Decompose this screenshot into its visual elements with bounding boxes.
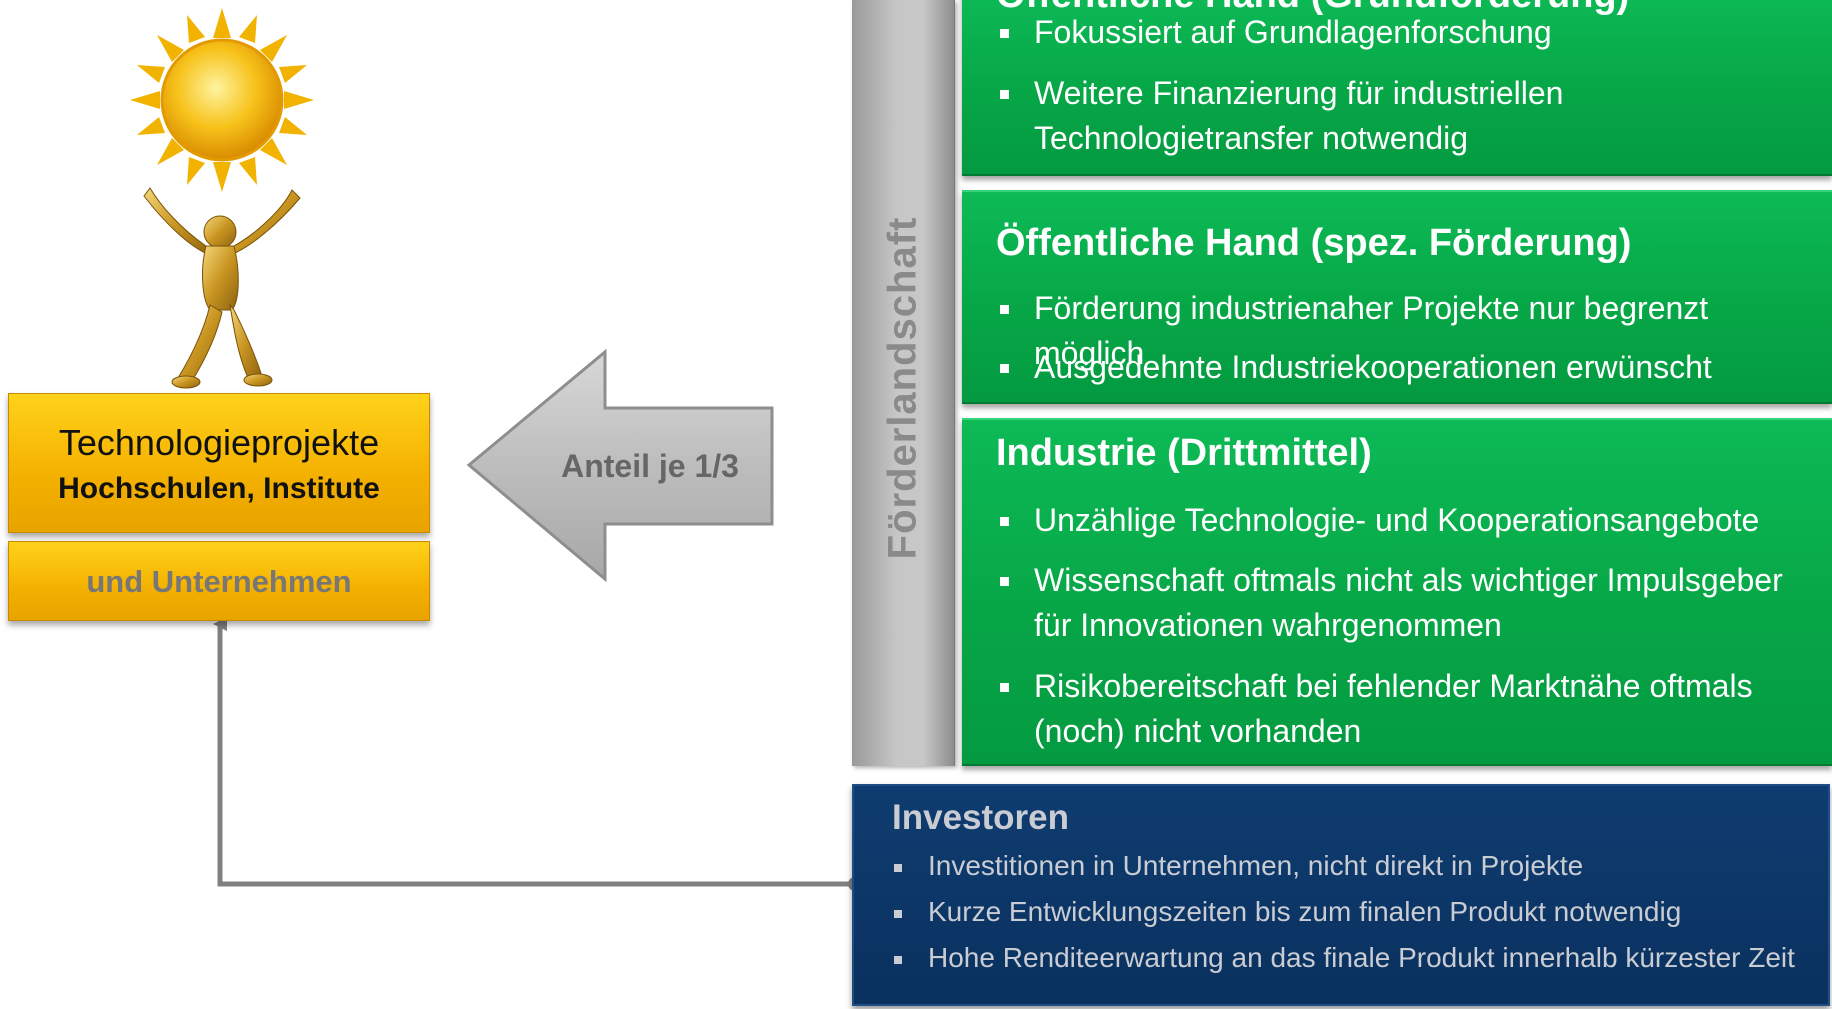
funding-landscape-label: Förderlandschaft [880, 216, 925, 560]
bullet-item: Wissenschaft oftmals nicht als wichtiger… [1000, 558, 1814, 648]
technology-projects-title: Technologieprojekte [58, 422, 380, 463]
companies-box: und Unternehmen [8, 541, 430, 621]
technology-projects-subtitle: Hochschulen, Institute [58, 472, 380, 505]
technology-projects-box: Technologieprojekte Hochschulen, Institu… [8, 393, 430, 533]
bullet-item: Investitionen in Unternehmen, nicht dire… [893, 850, 1584, 881]
bullet-item: Risikobereitschaft bei fehlender Marktnä… [1000, 664, 1814, 754]
funding-landscape-bar: Förderlandschaft [852, 0, 955, 766]
investors-box: Investoren Investitionen in Unternehmen,… [852, 784, 1830, 1006]
bullet-item: Förderung industrienaher Projekte nur be… [1000, 286, 1814, 376]
bullet-item: Ausgedehnte Industriekooperationen erwün… [1000, 345, 1814, 390]
sun-figure-icon [130, 8, 314, 389]
box-heading: Industrie (Drittmittel) [996, 432, 1372, 474]
bullet-item: Hohe Renditeerwartung an das finale Prod… [894, 942, 1795, 973]
industry-funding-box: Industrie (Drittmittel) Unzählige Techno… [962, 418, 1832, 766]
left-arrow-icon [466, 348, 774, 583]
bullet-item: Unzählige Technologie- und Kooperationsa… [1000, 498, 1814, 543]
bullet-item: Kurze Entwicklungszeiten bis zum finalen… [893, 896, 1682, 927]
public-special-funding-box: Öffentliche Hand (spez. Förderung) Förde… [962, 190, 1832, 404]
public-basic-funding-box: Öffentliche Hand (Grundförderung) Fokuss… [962, 0, 1832, 176]
companies-label: und Unternehmen [86, 564, 352, 599]
investors-title: Investoren [892, 798, 1069, 837]
bullet-item: Fokussiert auf Grundlagenforschung [1000, 10, 1814, 55]
share-label: Anteil je 1/3 [561, 448, 739, 484]
box-heading: Öffentliche Hand (Grundförderung) [996, 0, 1629, 17]
bullet-item: Weitere Finanzierung für industriellen T… [1000, 71, 1814, 161]
box-heading: Öffentliche Hand (spez. Förderung) [996, 222, 1632, 264]
